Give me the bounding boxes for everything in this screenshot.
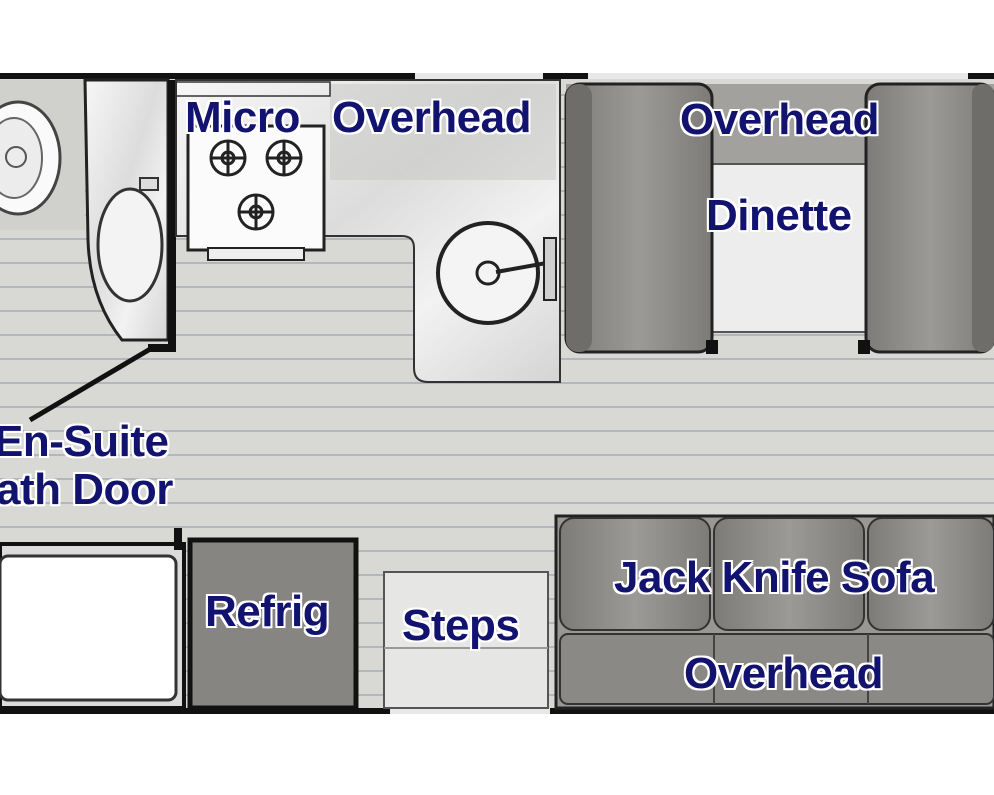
microwave-outline: [175, 81, 331, 97]
kitchen-sink: [436, 221, 540, 325]
label-jack-knife-sofa: Jack Knife Sofa: [614, 553, 935, 602]
label-refrig: Refrig: [205, 587, 330, 636]
sofa-back: [559, 633, 994, 705]
label-ensuite-line2: ath Door: [0, 465, 173, 514]
toilet-seat: [0, 117, 43, 199]
ensuite-leader-line: [28, 345, 154, 423]
label-overhead-dinette: Overhead: [680, 95, 879, 144]
dinette-seat-right-back: [972, 84, 994, 352]
label-overhead-sofa: Overhead: [684, 649, 883, 698]
burner-icon: [265, 139, 303, 177]
burner-icon: [209, 139, 247, 177]
sofa-cushion: [867, 517, 994, 631]
burner-icon: [237, 193, 275, 231]
top-window: [415, 73, 543, 79]
refrigerator: [187, 537, 359, 711]
bath-wall-stub: [148, 344, 176, 352]
stove-base: [207, 247, 305, 261]
bed-mattress: [0, 554, 178, 702]
stove: [186, 124, 326, 252]
dinette-leg: [858, 340, 870, 354]
dinette-leg: [706, 340, 718, 354]
dinette-table: [707, 163, 869, 333]
entry-steps: [383, 571, 549, 709]
bath-wall: [168, 80, 176, 352]
dinette-seat-right: [864, 82, 994, 354]
faucet-base: [543, 237, 557, 301]
label-overhead-kitchen: Overhead: [332, 93, 531, 142]
sink-faucet: [495, 260, 553, 274]
top-window-right: [588, 73, 968, 79]
label-steps: Steps: [402, 601, 520, 650]
sofa-cushion: [713, 517, 865, 631]
overhead-cabinet-kitchen: [330, 84, 556, 180]
label-dinette: Dinette: [706, 191, 852, 240]
bed-wall-post: [174, 528, 182, 550]
door-opening: [390, 708, 550, 714]
label-ensuite-line1: En-Suite: [0, 417, 169, 466]
bath-sink: [96, 187, 164, 303]
sofa-cushion: [559, 517, 711, 631]
dinette-seat-left-back: [566, 84, 592, 352]
bath-faucet: [139, 177, 159, 191]
toilet-drain: [5, 146, 27, 168]
label-micro: Micro: [185, 93, 300, 142]
